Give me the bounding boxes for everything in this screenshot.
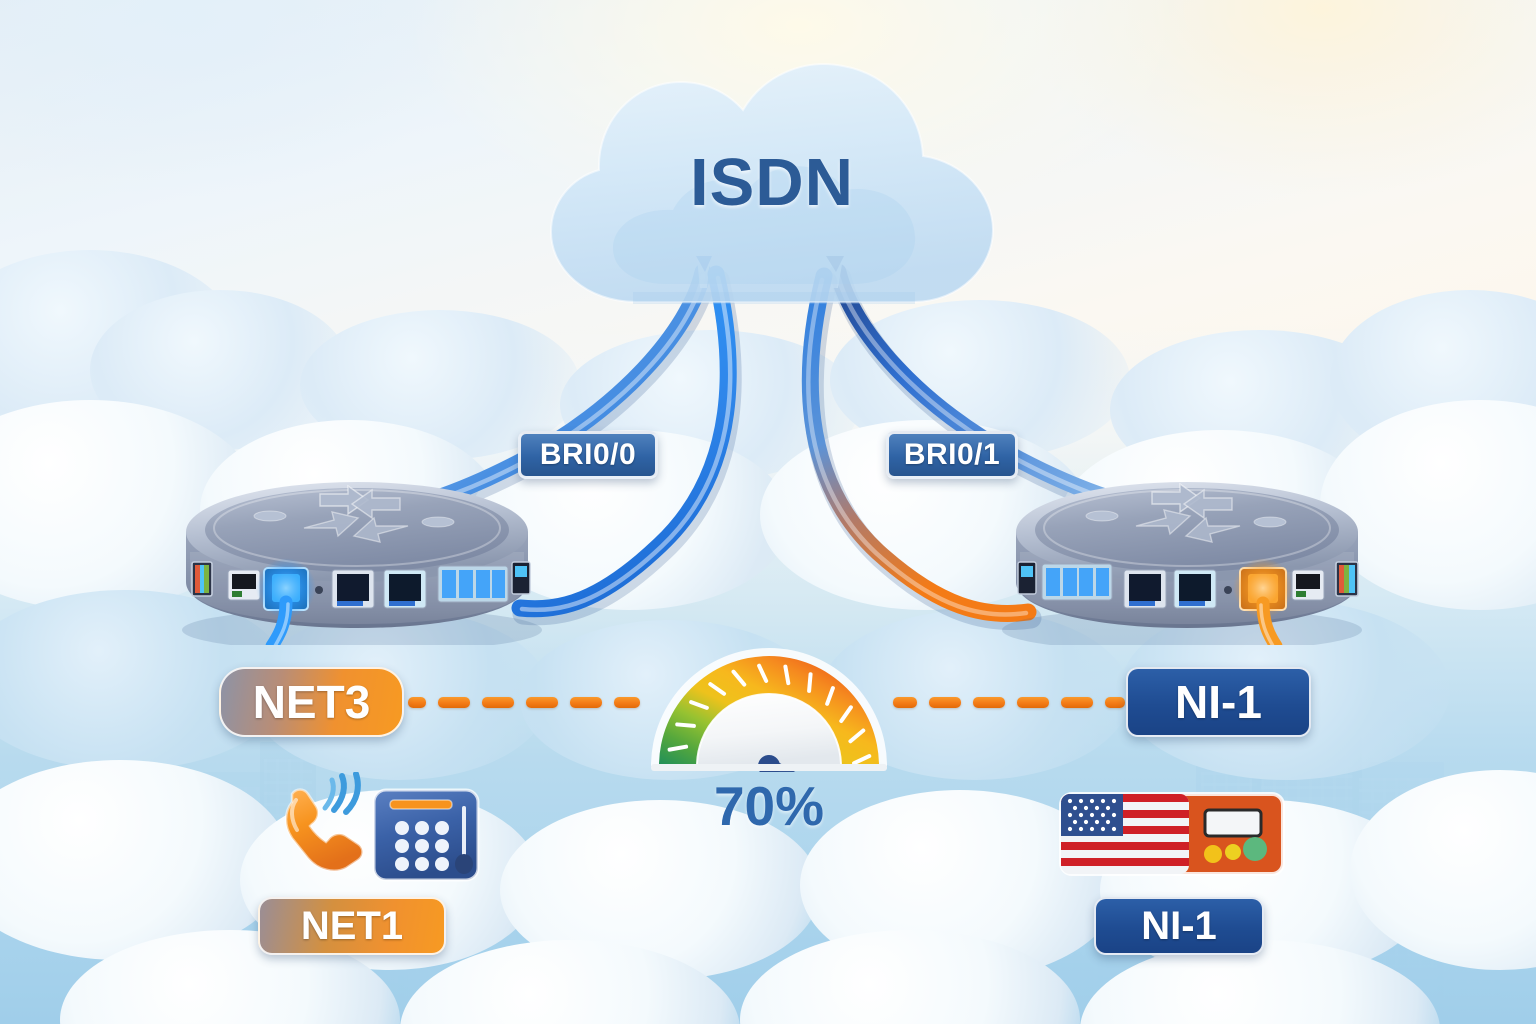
ni1-bottom-label: NI-1: [1141, 903, 1217, 948]
net1-badge[interactable]: NET1: [258, 897, 446, 955]
bri0-1-text: BRI0/1: [903, 438, 1001, 471]
keypad-telephone-icon: [370, 786, 482, 884]
switch-type-link-right: [893, 697, 1125, 708]
cloud-puff: [90, 290, 350, 450]
cloud-puff: [1330, 290, 1536, 470]
cloud-puff: [0, 760, 290, 960]
bri0-0-text: BRI0/0: [539, 438, 637, 471]
us-flag-device-icon: [1057, 788, 1287, 880]
net3-badge[interactable]: NET3: [219, 667, 404, 737]
router-left[interactable]: [172, 470, 542, 653]
cloud-puff: [1350, 770, 1536, 970]
cloud-puff: [740, 930, 1080, 1024]
ni1-badge-bottom[interactable]: NI-1: [1094, 897, 1264, 955]
ni1-badge-top[interactable]: NI-1: [1126, 667, 1311, 737]
bri0-1-label: BRI0/1: [886, 431, 1018, 479]
cloud-puff: [1110, 330, 1410, 490]
net1-label: NET1: [300, 903, 404, 948]
switch-type-link-left: [408, 697, 640, 708]
phone-handset-icon: [272, 771, 380, 890]
cloud-puff: [400, 940, 740, 1024]
net3-label: NET3: [252, 676, 371, 728]
utilization-gauge: [645, 640, 893, 803]
cloud-puff: [0, 250, 240, 440]
ni1-top-label: NI-1: [1175, 676, 1262, 728]
isdn-cloud-label: ISDN: [689, 145, 855, 220]
bri0-0-label: BRI0/0: [518, 431, 658, 479]
router-right[interactable]: [1002, 470, 1372, 653]
isdn-cloud: ISDN: [537, 52, 1007, 317]
gauge-value-text: 70%: [713, 775, 825, 837]
